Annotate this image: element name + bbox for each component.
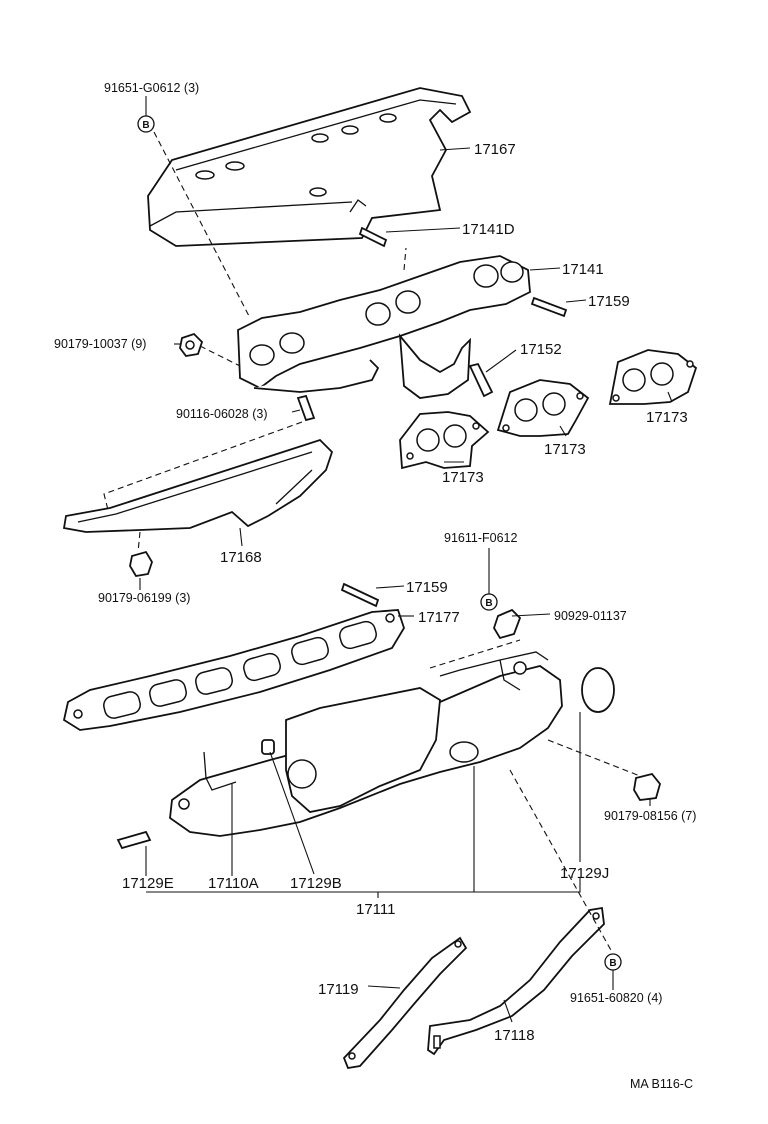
label-17110a: 17110A — [208, 875, 259, 892]
diagram-code: MA B116-C — [630, 1077, 693, 1091]
gasket-17177 — [62, 609, 405, 731]
label-17159-top: 17159 — [588, 293, 630, 310]
label-90179-10037: 90179-10037 (9) — [54, 337, 146, 351]
label-90116-06028: 90116-06028 (3) — [176, 407, 268, 421]
gasket-17173-b — [496, 379, 590, 437]
label-17168: 17168 — [220, 549, 262, 566]
plug-17129b — [261, 739, 275, 755]
dashed-guides — [103, 131, 641, 953]
nut-90179-10037 — [179, 332, 204, 357]
cap-17129j — [581, 667, 615, 713]
stay-17118 — [427, 906, 605, 1056]
gasket-17173-c — [608, 349, 698, 405]
nut-90179-08156 — [633, 772, 661, 801]
label-90929-01137: 90929-01137 — [554, 609, 627, 623]
label-90179-08156: 90179-08156 (7) — [604, 809, 696, 823]
label-17177: 17177 — [418, 609, 460, 626]
stud-17152 — [468, 362, 494, 398]
pipe-17110a — [203, 751, 237, 791]
stay-17119 — [342, 936, 468, 1070]
label-17167: 17167 — [474, 141, 516, 158]
label-17119: 17119 — [318, 981, 359, 998]
intake-manifold-17111 — [169, 651, 563, 837]
marker-b-mid: B — [480, 593, 498, 611]
label-17129b: 17129B — [290, 875, 342, 892]
label-17129e: 17129E — [122, 875, 174, 892]
label-17141d: 17141D — [462, 221, 515, 238]
leader-lines — [139, 96, 673, 1023]
label-17173-a: 17173 — [442, 469, 484, 486]
exhaust-manifold-17141 — [237, 255, 531, 399]
label-17152: 17152 — [520, 341, 562, 358]
svg-text:B: B — [485, 598, 492, 609]
marker-b-top: B — [137, 115, 155, 133]
label-17118: 17118 — [494, 1027, 535, 1044]
label-90179-06199: 90179-06199 (3) — [98, 591, 190, 605]
nut-90179-06199 — [129, 550, 153, 577]
bolt-17129e — [116, 830, 152, 850]
label-17129j: 17129J — [560, 865, 609, 882]
label-91651-60820: 91651-60820 (4) — [570, 991, 662, 1005]
gasket-17173-a — [399, 411, 490, 470]
svg-text:B: B — [609, 958, 616, 969]
label-17141: 17141 — [562, 261, 604, 278]
label-17173-b: 17173 — [544, 441, 586, 458]
label-17111: 17111 — [356, 901, 396, 918]
label-91651-g0612: 91651-G0612 (3) — [104, 81, 199, 95]
stud-90116-06028 — [296, 394, 316, 422]
stud-17159-top — [530, 296, 568, 318]
stud-17159-mid — [340, 582, 380, 608]
part-labels: 91651-G0612 (3) 17167 17141D 17141 17159… — [54, 81, 696, 1091]
label-17173-c: 17173 — [646, 409, 688, 426]
insulator-17168 — [62, 438, 334, 533]
bracket-90929-01137 — [493, 608, 522, 640]
svg-text:B: B — [142, 120, 149, 131]
label-17159-mid: 17159 — [406, 579, 448, 596]
marker-b-bottom: B — [604, 953, 622, 971]
heat-insulator-17167 — [147, 87, 472, 247]
label-91611-f0612: 91611-F0612 — [444, 531, 517, 545]
stud-17141d — [358, 226, 388, 248]
